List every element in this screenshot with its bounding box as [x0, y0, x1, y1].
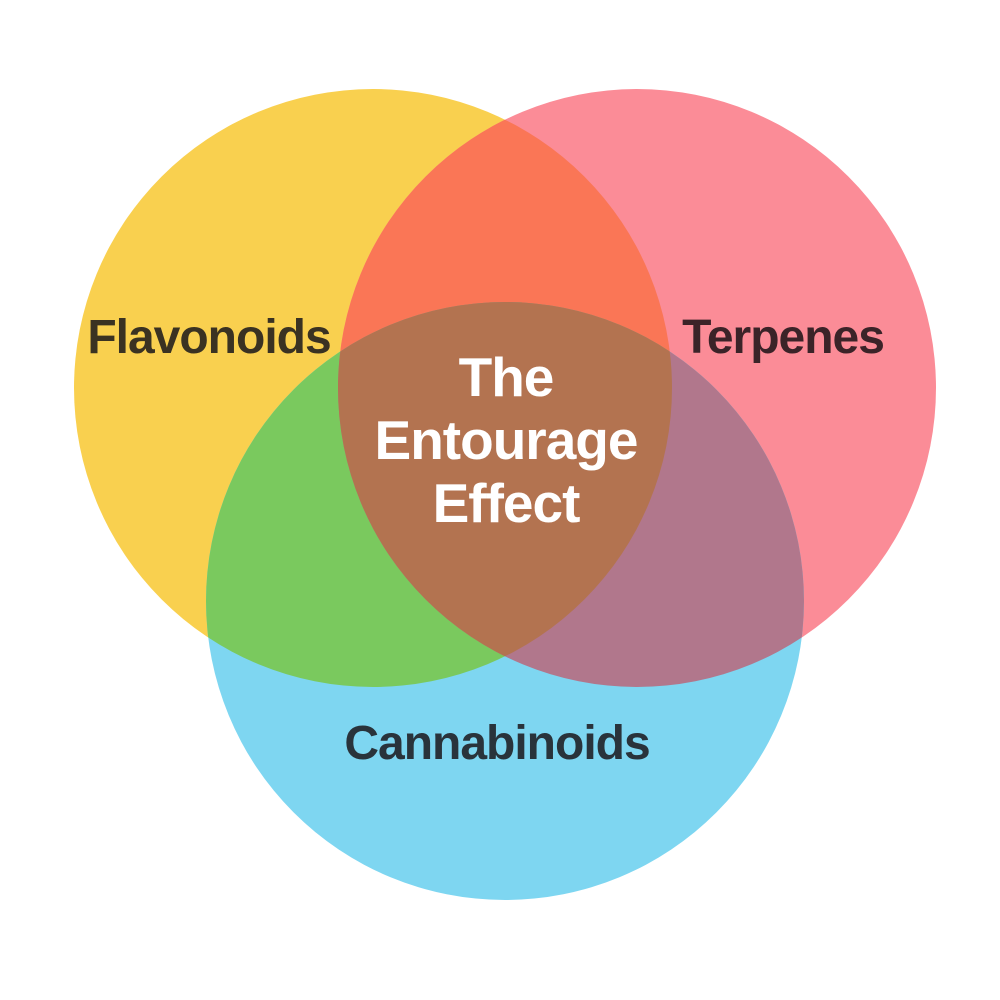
overlap-center	[338, 302, 672, 687]
flavonoids-label: Flavonoids	[87, 311, 330, 364]
cannabinoids-label: Cannabinoids	[344, 717, 649, 770]
center-title-line-2: Entourage	[375, 409, 638, 471]
center-title-line-1: The	[459, 346, 554, 408]
terpenes-label: Terpenes	[682, 311, 884, 364]
center-title-line-3: Effect	[433, 472, 580, 534]
